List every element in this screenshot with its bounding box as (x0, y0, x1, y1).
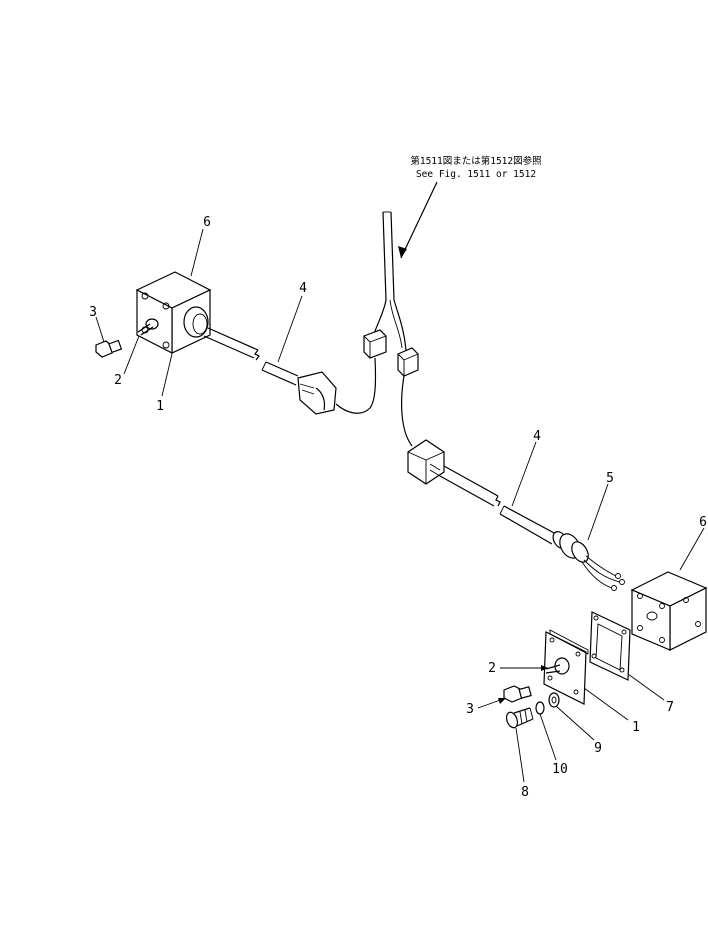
callout-left-switch: 2 (114, 373, 122, 388)
reference-leader (400, 181, 438, 259)
connector-a (363, 329, 387, 359)
grommet (552, 531, 625, 591)
callout-right-switch: 2 (488, 661, 496, 676)
callout-upper-harness: 4 (299, 281, 307, 296)
lock-washer (535, 701, 545, 715)
reference-note-english: See Fig. 1511 or 1512 (416, 169, 536, 180)
leader-lines (95, 228, 705, 783)
callout-left-bolt: 3 (89, 305, 97, 320)
callout-right-box: 6 (699, 515, 707, 530)
upper-harness-cable (203, 327, 337, 415)
callout-left-plate: 1 (156, 399, 164, 414)
callout-right-bolt: 3 (466, 702, 474, 717)
left-switch-box (135, 271, 212, 354)
callout-lower-harness: 4 (533, 429, 541, 444)
callout-screw: 8 (521, 785, 529, 800)
left-bolt (95, 339, 123, 358)
reference-arrowhead (398, 246, 407, 258)
screw (505, 707, 534, 729)
callout-washer: 9 (594, 741, 602, 756)
callout-right-plate: 1 (632, 720, 640, 735)
right-switch-box (630, 571, 708, 651)
callout-lockwasher: 10 (552, 762, 568, 777)
washer (548, 692, 560, 708)
callout-gasket: 7 (666, 700, 674, 715)
callout-grommet: 5 (606, 471, 614, 486)
main-harness-trunk (335, 211, 419, 447)
right-bolt (503, 685, 532, 703)
callout-left-box: 6 (203, 215, 211, 230)
connector-b (397, 347, 419, 377)
lower-harness-cable (407, 439, 557, 545)
gasket (589, 611, 631, 681)
right-plate (543, 629, 589, 705)
reference-note-japanese: 第1511図または第1512図参照 (410, 155, 542, 167)
